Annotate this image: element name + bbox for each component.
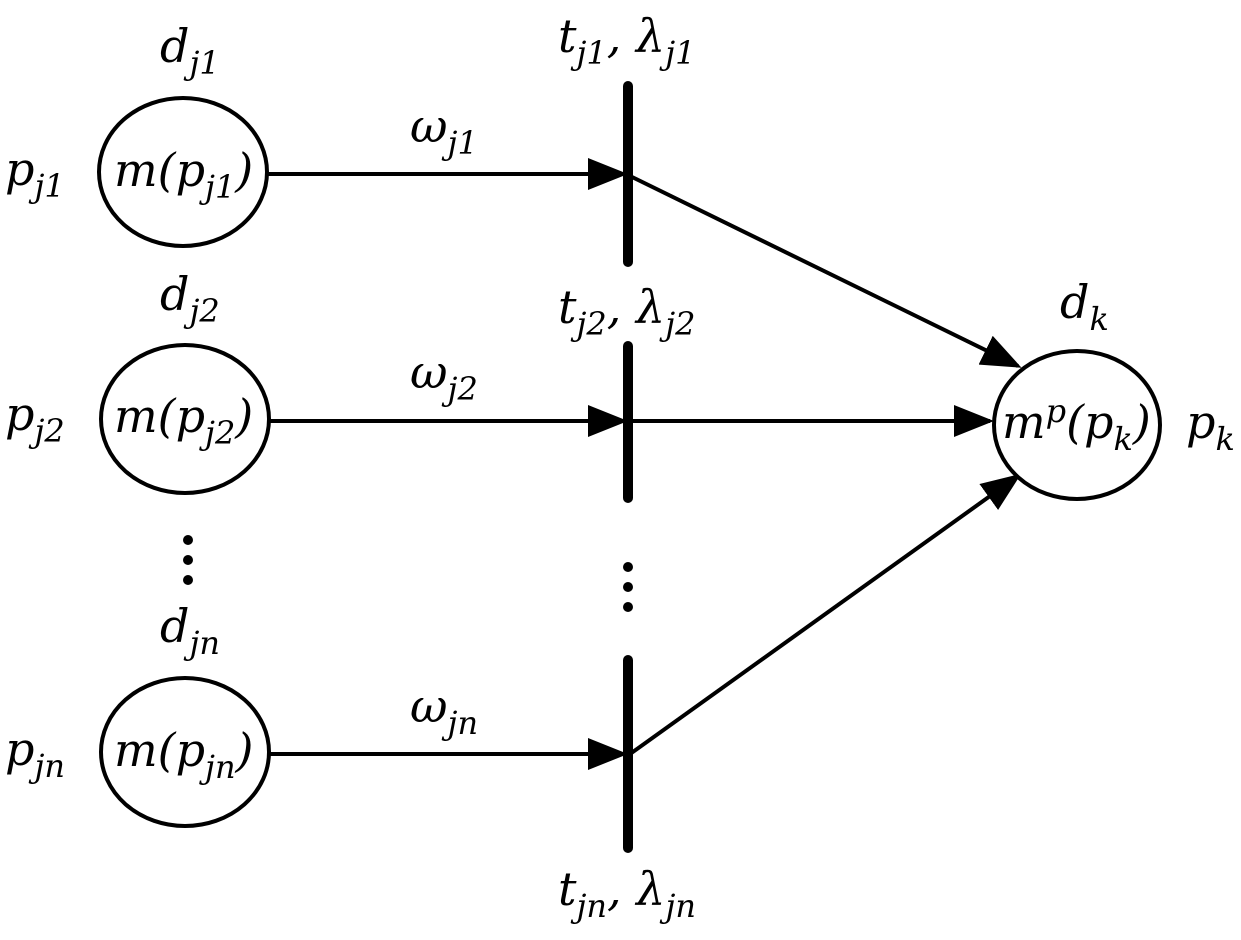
transition-label-jn: tjn, λjn xyxy=(558,862,696,925)
place-circle-j2[interactable] xyxy=(99,343,271,495)
output-place-name: pk xyxy=(1186,395,1235,458)
input-arc-j2: ωj2 xyxy=(270,345,628,437)
transition-jn: tjn, λjn xyxy=(558,655,696,925)
output-arc-jn xyxy=(628,473,1022,756)
input-arc-j1: ωj1 xyxy=(268,99,628,190)
vertical-ellipsis-icon xyxy=(623,562,633,612)
place-delay-j2: dj2 xyxy=(160,267,220,330)
place-name-jn: pjn xyxy=(5,722,65,785)
output-place-marking: mp(pk) xyxy=(1002,392,1151,458)
transition-j2: tj2, λj2 xyxy=(558,280,695,503)
place-delay-jn: djn xyxy=(160,599,220,662)
arc-weight-jn: ωjn xyxy=(410,679,478,742)
place-row-jn: djn pjn m(pjn) xyxy=(5,599,271,828)
place-circle-j1[interactable] xyxy=(97,96,269,248)
arc-weight-j2: ωj2 xyxy=(410,345,478,408)
transition-j1: tj1, λj1 xyxy=(558,9,695,267)
place-delay-j1: dj1 xyxy=(160,19,220,82)
place-row-j2: dj2 pj2 m(pj2) xyxy=(5,267,271,495)
place-name-j1: pj1 xyxy=(5,142,65,205)
output-arc-j1 xyxy=(629,174,1022,368)
transition-label-j2: tj2, λj2 xyxy=(558,280,695,343)
place-marking-j2: m(pj2) xyxy=(114,389,253,452)
output-place-delay: dk xyxy=(1060,275,1109,338)
place-name-j2: pj2 xyxy=(5,387,65,450)
place-row-j1: dj1 pj1 m(pj1) xyxy=(5,19,269,248)
input-arc-jn: ωjn xyxy=(270,679,628,770)
transition-label-j1: tj1, λj1 xyxy=(558,9,695,72)
output-place: dk mp(pk) pk xyxy=(992,275,1235,501)
place-marking-j1: m(pj1) xyxy=(114,143,253,206)
vertical-ellipsis-icon xyxy=(183,535,193,585)
output-place-circle[interactable] xyxy=(992,349,1162,501)
arc-weight-j1: ωj1 xyxy=(410,99,478,162)
place-circle-jn[interactable] xyxy=(99,676,271,828)
place-marking-jn: m(pjn) xyxy=(114,723,254,786)
